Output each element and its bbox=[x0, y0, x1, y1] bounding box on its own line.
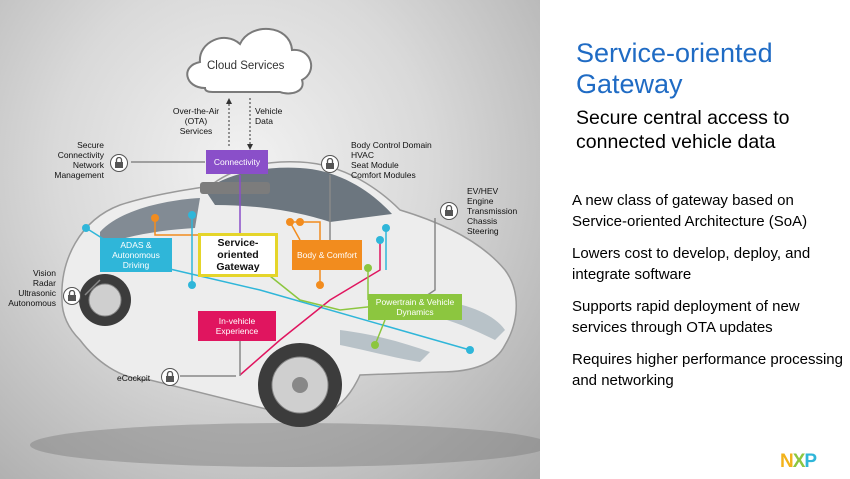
lock-icon bbox=[321, 155, 339, 173]
logo-p: P bbox=[804, 451, 817, 472]
ota-services-label: Over-the-Air (OTA) Services bbox=[172, 106, 220, 136]
lock-icon bbox=[110, 154, 128, 172]
diagram-svg bbox=[30, 28, 540, 467]
cloud-services-label: Cloud Services bbox=[207, 60, 285, 72]
vehicle-data-label: Vehicle Data bbox=[255, 106, 283, 126]
car-illustration bbox=[30, 161, 540, 467]
arrow-up-icon bbox=[226, 98, 232, 104]
bullet-item: Supports rapid deployment of new service… bbox=[572, 298, 800, 336]
adas-box: ADAS & Autonomous Driving bbox=[100, 238, 172, 272]
page-subtitle: Secure central access to connected vehic… bbox=[576, 107, 790, 153]
connectivity-box: Connectivity bbox=[206, 150, 268, 174]
ev-hev-desc: EV/HEV Engine Transmission Chassis Steer… bbox=[467, 186, 518, 236]
lock-icon bbox=[440, 202, 458, 220]
connection-dots bbox=[82, 211, 474, 354]
vehicle-diagram-panel: Cloud Services Over-the-Air (OTA) Servic… bbox=[0, 0, 540, 479]
text-panel: Service-oriented Gateway Secure central … bbox=[540, 0, 850, 479]
arrow-down-icon bbox=[247, 144, 253, 150]
body-comfort-box: Body & Comfort bbox=[292, 240, 362, 270]
logo-x: X bbox=[792, 451, 806, 472]
lock-icon bbox=[63, 287, 81, 305]
bullet-list: A new class of gateway based on Service-… bbox=[572, 190, 847, 402]
page-title: Service-oriented Gateway bbox=[576, 38, 773, 99]
gateway-box: Service- oriented Gateway bbox=[198, 233, 278, 277]
invehicle-box: In-vehicle Experience bbox=[198, 311, 276, 341]
cloud-icon bbox=[186, 28, 313, 95]
bullet-item: Requires higher performance processing a… bbox=[572, 351, 843, 389]
connectivity-desc: Secure Connectivity Network Management bbox=[54, 140, 104, 180]
lock-icon bbox=[161, 368, 179, 386]
logo-n: N bbox=[780, 451, 794, 472]
adas-desc: Vision Radar Ultrasonic Autonomous bbox=[8, 268, 56, 308]
nxp-logo: NXP bbox=[780, 451, 817, 473]
bullet-item: A new class of gateway based on Service-… bbox=[572, 192, 808, 230]
bullet-item: Lowers cost to develop, deploy, and inte… bbox=[572, 245, 811, 283]
ecockpit-desc: eCockpit bbox=[117, 373, 151, 383]
body-comfort-desc: Body Control Domain HVAC Seat Module Com… bbox=[351, 140, 432, 180]
powertrain-box: Powertrain & Vehicle Dynamics bbox=[368, 294, 462, 320]
